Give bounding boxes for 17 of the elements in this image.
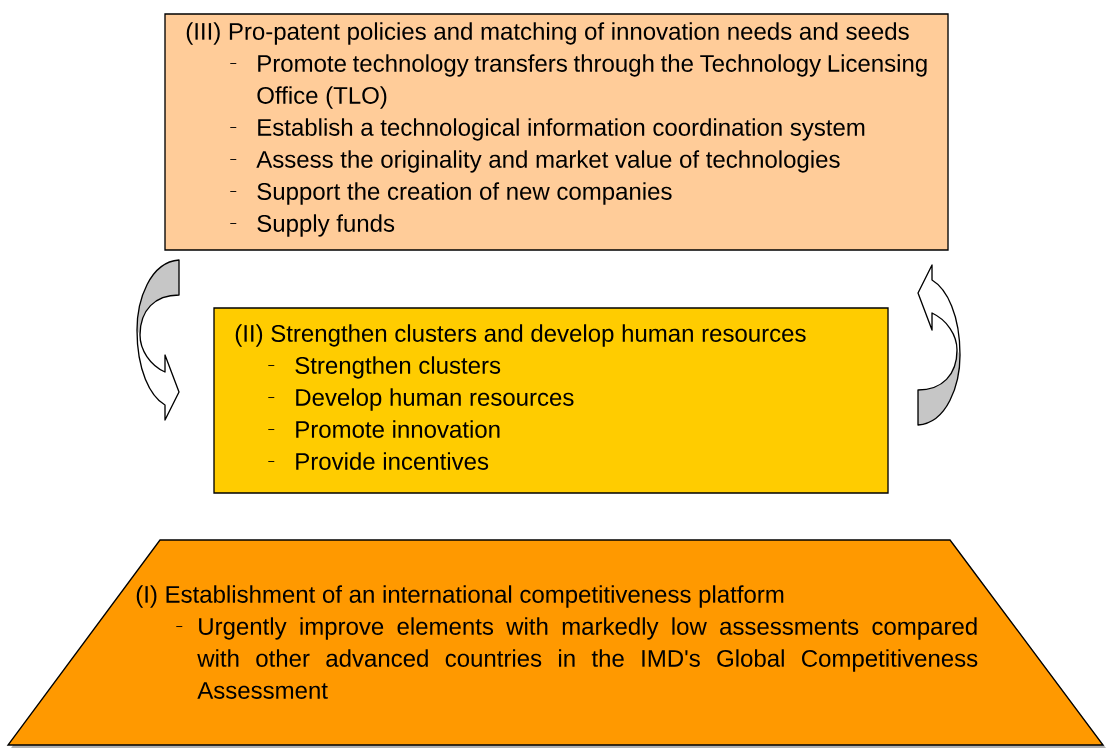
bullet-item: Establish a technological information coordination system xyxy=(258,118,865,141)
bullet-item: Supply funds xyxy=(257,214,395,237)
curved-arrow xyxy=(917,264,961,426)
bullet-item: Urgently improve elements with markedly low assessments compared with other advanced countries in the IMD's Global Competitiveness Assessment xyxy=(197,617,978,699)
text-box xyxy=(213,307,889,494)
bullet-item: Develop human resources xyxy=(296,388,574,411)
bullet-item: Provide incentives xyxy=(296,452,489,470)
box-heading: (II) Strengthen clusters and develop human resources xyxy=(235,324,806,347)
bullet-item: Assess the originality and market value of technologies xyxy=(256,150,840,173)
bullet-item: Support the creation of new companies xyxy=(257,182,672,205)
text-box xyxy=(164,13,949,251)
box-heading: (I) Establishment of an international competitiveness platform xyxy=(136,585,784,608)
bullet-item: Promote technology transfers through the Technology Licensing Office (TLO) xyxy=(257,54,927,109)
bullet-item: Strengthen clusters xyxy=(295,356,501,379)
bullet-item: Promote innovation xyxy=(296,420,500,438)
box-heading: (III) Pro-patent policies and matching of innovation needs and seeds xyxy=(186,22,909,45)
curved-arrow xyxy=(136,259,180,421)
